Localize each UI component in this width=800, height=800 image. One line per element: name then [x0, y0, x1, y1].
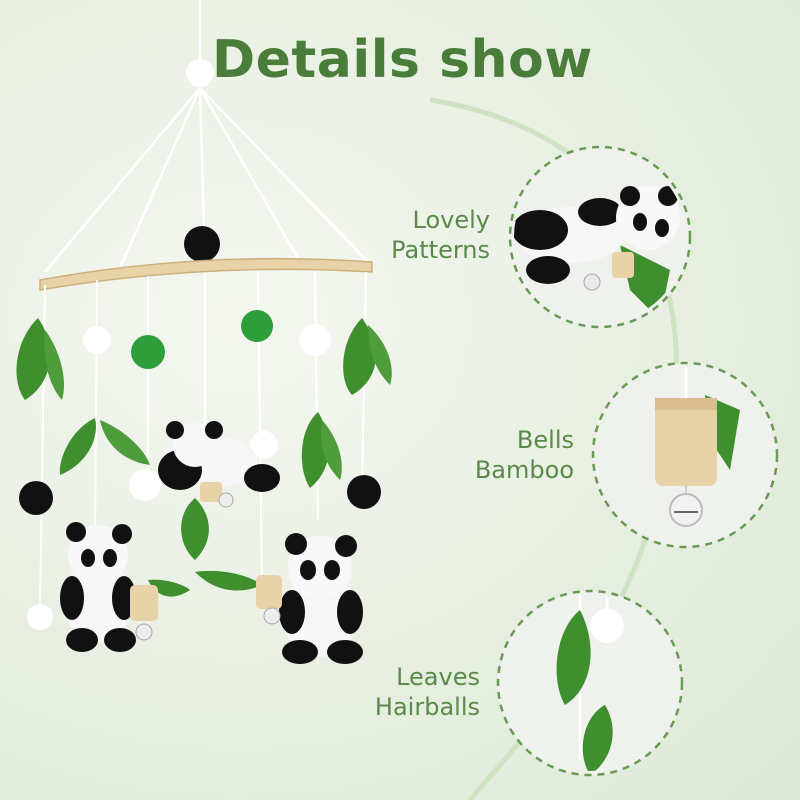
white-pom-pom-icon	[129, 469, 161, 501]
callout-line: Hairballs	[374, 693, 480, 721]
black-pom-pom-icon	[19, 481, 53, 515]
inset-leaves-hairballs	[496, 589, 684, 777]
white-pom-pom-icon	[27, 604, 53, 630]
callout-line: Patterns	[391, 236, 490, 264]
panda-plush-icon	[60, 522, 158, 652]
panda-plush-icon	[256, 533, 363, 664]
black-pom-pom-icon	[184, 226, 220, 262]
inset-bells-bamboo	[591, 361, 779, 549]
panda-closeup-icon	[514, 186, 680, 320]
callout-lovely-patterns: Lovely Patterns	[330, 205, 490, 265]
inset-lovely-patterns	[508, 145, 692, 329]
callout-line: Leaves	[396, 663, 480, 691]
green-pom-pom-icon	[131, 335, 165, 369]
panda-plush-icon	[158, 421, 280, 508]
felt-leaves	[16, 318, 392, 597]
callout-line: Bamboo	[474, 456, 574, 484]
pom-poms	[19, 310, 381, 630]
green-pom-pom-icon	[241, 310, 273, 342]
page-title: Details show	[212, 30, 593, 90]
wooden-bell-icon	[655, 367, 740, 527]
callout-line: Lovely	[412, 206, 490, 234]
white-pom-pom-icon	[83, 326, 111, 354]
felt-leaf-icon	[556, 595, 624, 771]
wooden-ring-icon	[39, 257, 373, 291]
callout-leaves-hairballs: Leaves Hairballs	[300, 662, 480, 722]
white-pom-pom-icon	[299, 324, 331, 356]
callout-line: Bells	[516, 426, 574, 454]
top-pom-pom-icon	[186, 59, 214, 87]
callout-bells-bamboo: Bells Bamboo	[400, 425, 574, 485]
black-pom-pom-icon	[347, 475, 381, 509]
white-pom-pom-icon	[250, 431, 278, 459]
